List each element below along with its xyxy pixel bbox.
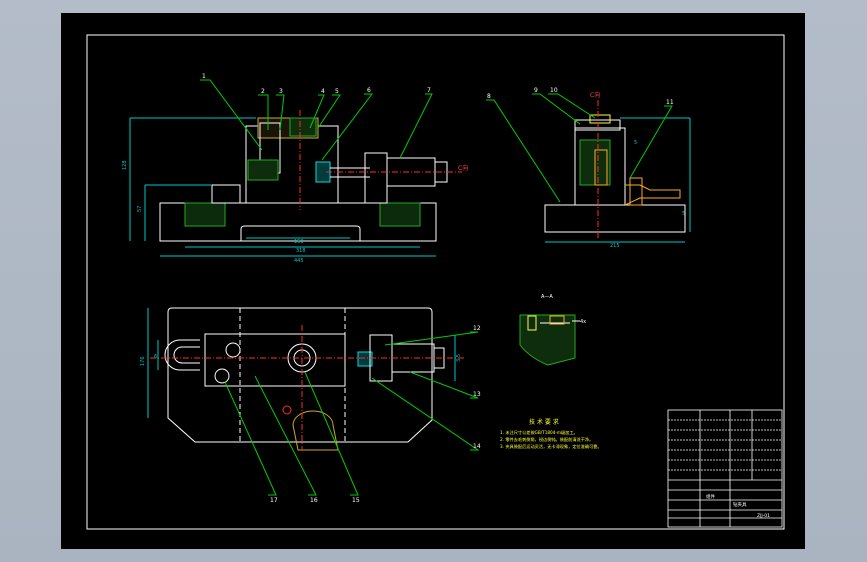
tech-requirements: 技 术 要 求 1. 未注尺寸公差按GB/T1804-m级加工。 2. 零件去毛… bbox=[500, 418, 602, 450]
top-label-16: 16 bbox=[310, 497, 318, 504]
side-view[interactable] bbox=[486, 93, 691, 243]
top-cyan-clamp bbox=[357, 351, 373, 367]
top-screw-2 bbox=[214, 368, 230, 384]
front-leader-3 bbox=[276, 94, 285, 131]
front-leader-2 bbox=[258, 94, 269, 130]
title-material: 组件 bbox=[706, 493, 715, 500]
side-label-10: 10 bbox=[550, 87, 558, 94]
title-drawing-name: 钻夹具 bbox=[733, 501, 747, 508]
side-cylinder-head bbox=[629, 177, 643, 206]
detail-view[interactable] bbox=[519, 314, 580, 366]
side-label-9: 9 bbox=[534, 87, 538, 94]
side-label-11: 11 bbox=[666, 99, 674, 106]
side-label-8: 8 bbox=[487, 93, 491, 100]
top-u-slot-inner bbox=[173, 346, 200, 364]
front-label-1: 1 bbox=[202, 73, 206, 80]
side-leader-8 bbox=[486, 99, 561, 203]
front-view[interactable] bbox=[129, 79, 462, 257]
front-dim-base: 318 bbox=[296, 248, 306, 254]
side-clamp-body bbox=[594, 149, 608, 186]
drawing-border bbox=[86, 34, 785, 530]
top-leader-12 bbox=[384, 331, 479, 346]
top-leader-16 bbox=[254, 375, 317, 496]
title-block bbox=[667, 409, 783, 528]
front-dim-overall: 445 bbox=[294, 258, 304, 264]
top-dim-left-inner-text: 6 bbox=[154, 354, 157, 360]
front-base-recess bbox=[240, 225, 361, 241]
tech-line-3: 3. 夹具装配后运动灵活，无卡滞现象，定位准确可靠。 bbox=[500, 443, 602, 450]
front-leader-1 bbox=[200, 79, 263, 151]
front-dim-inner: 150 bbox=[294, 239, 304, 245]
front-dim-base-h: 57 bbox=[137, 206, 143, 212]
top-dim-right: 3.5 bbox=[456, 354, 462, 362]
top-label-12: 12 bbox=[473, 325, 481, 332]
detail-cap bbox=[549, 315, 565, 325]
front-leader-5 bbox=[317, 94, 341, 129]
title-block-text: 钻夹具 ZJJ-01 组件 bbox=[706, 493, 770, 519]
front-dims: 445 318 150 128 57 bbox=[122, 160, 306, 264]
detail-note: 4x bbox=[580, 319, 586, 325]
tech-title: 技 术 要 求 bbox=[529, 418, 559, 426]
side-dims: 215 5 5 bbox=[610, 140, 685, 249]
top-view[interactable] bbox=[147, 307, 480, 496]
side-leader-11 bbox=[629, 105, 673, 179]
detail-title: A—A bbox=[541, 294, 553, 300]
front-leader-4 bbox=[309, 94, 325, 129]
side-labels: 8 9 10 11 C向 bbox=[487, 87, 674, 106]
front-label-5: 5 bbox=[335, 88, 339, 95]
side-view-direction: C向 bbox=[590, 91, 600, 99]
title-block-frame bbox=[667, 409, 783, 528]
front-leader-7 bbox=[399, 93, 433, 159]
top-leader-13 bbox=[409, 371, 479, 399]
outer-frame bbox=[64, 16, 802, 546]
top-dims: 176 6 3.5 bbox=[140, 354, 462, 366]
side-column bbox=[574, 127, 626, 206]
front-label-6: 6 bbox=[367, 87, 371, 94]
front-base-hatch-r bbox=[379, 202, 421, 227]
top-label-13: 13 bbox=[473, 391, 481, 398]
side-dim-width: 215 bbox=[610, 243, 620, 249]
top-screw-1 bbox=[225, 342, 241, 358]
detail-hatched-section bbox=[519, 314, 576, 366]
side-dim-depth: 5 bbox=[634, 140, 637, 146]
front-left-block bbox=[211, 184, 241, 204]
tech-line-2: 2. 零件去毛刺倒角，锐边倒钝。装配前清洗干净。 bbox=[500, 436, 593, 443]
front-label-7: 7 bbox=[427, 87, 431, 94]
top-labels: 12 13 14 15 16 17 bbox=[270, 325, 481, 504]
top-leader-15 bbox=[304, 371, 359, 496]
side-cap bbox=[589, 114, 611, 124]
front-label-4: 4 bbox=[321, 88, 325, 95]
front-label-3: 3 bbox=[279, 88, 283, 95]
top-u-slot bbox=[164, 339, 200, 371]
detail-bolt bbox=[527, 315, 537, 331]
top-dim-left: 176 bbox=[140, 356, 146, 366]
front-labels: 1 2 3 4 5 6 7 C向 bbox=[202, 73, 468, 172]
side-dim-right: 5 bbox=[682, 211, 685, 217]
top-leader-17 bbox=[224, 381, 277, 496]
top-hole-small bbox=[282, 405, 292, 415]
title-drawing-no: ZJJ-01 bbox=[757, 513, 770, 519]
detail-labels: A—A 4x bbox=[541, 294, 586, 325]
front-view-direction: C向 bbox=[458, 164, 468, 172]
front-hatch-block bbox=[247, 159, 279, 181]
front-label-2: 2 bbox=[261, 88, 265, 95]
top-clamp-plate bbox=[204, 333, 346, 387]
side-leader-9 bbox=[532, 93, 581, 125]
top-base-outline bbox=[167, 307, 433, 443]
top-label-14: 14 bbox=[473, 443, 481, 450]
front-hatch-top bbox=[289, 117, 317, 137]
top-leader-14 bbox=[371, 377, 480, 451]
top-label-15: 15 bbox=[352, 497, 360, 504]
tech-line-1: 1. 未注尺寸公差按GB/T1804-m级加工。 bbox=[500, 429, 578, 436]
front-base-hatch bbox=[184, 202, 226, 227]
top-workpiece bbox=[292, 410, 339, 451]
side-cylinder bbox=[624, 184, 681, 206]
front-leader-6 bbox=[321, 93, 374, 161]
front-dim-height: 128 bbox=[122, 160, 128, 170]
side-leader-10 bbox=[548, 93, 596, 119]
top-label-17: 17 bbox=[270, 497, 278, 504]
